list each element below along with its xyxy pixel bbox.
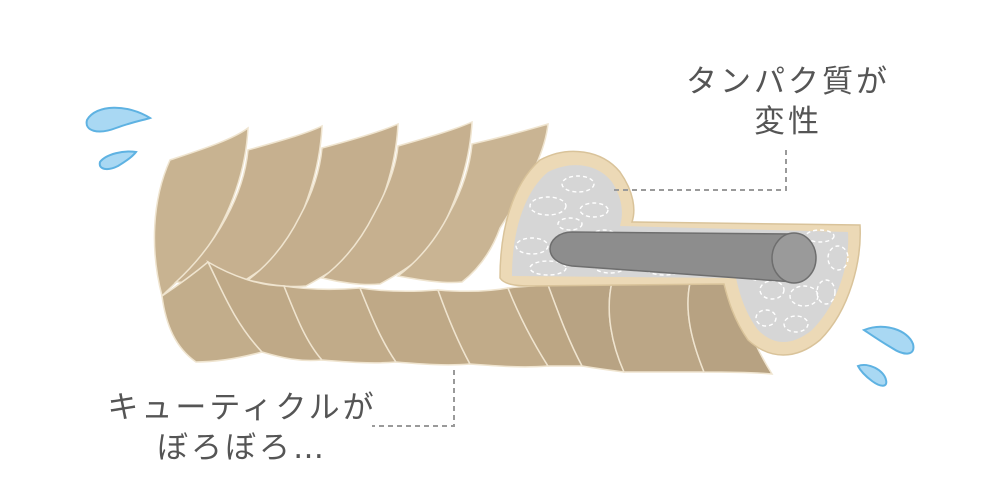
hair-cross-section xyxy=(499,150,861,356)
water-droplets-right xyxy=(856,325,915,387)
water-droplet-icon xyxy=(98,150,138,171)
cuticle-damage-label: キューティクルが ぼろぼろ… xyxy=(92,388,392,468)
leader-lines xyxy=(372,150,787,427)
cuticle-scale xyxy=(246,122,399,288)
water-droplets-left xyxy=(85,106,153,171)
protein-denaturation-label: タンパク質が 変性 xyxy=(668,62,908,142)
cuticle-body xyxy=(153,120,584,368)
cuticle-scale xyxy=(396,122,549,284)
cuticle-label-line-1: キューティクルが xyxy=(107,390,377,426)
protein-label-line-1: タンパク質が xyxy=(686,64,890,100)
medulla-end xyxy=(771,232,817,284)
water-droplet-icon xyxy=(861,325,915,355)
medulla-body xyxy=(549,231,795,283)
leader-line-cuticle xyxy=(372,370,455,427)
cuticle-label-line-2: ぼろぼろ… xyxy=(157,430,327,466)
cuticle-scale xyxy=(320,120,473,286)
medulla-core xyxy=(549,231,817,284)
hair-strand xyxy=(153,120,861,375)
leader-line-protein xyxy=(614,150,787,191)
water-droplet-icon xyxy=(856,364,888,387)
protein-label-line-2: 変性 xyxy=(754,104,822,140)
water-droplet-icon xyxy=(85,106,153,133)
